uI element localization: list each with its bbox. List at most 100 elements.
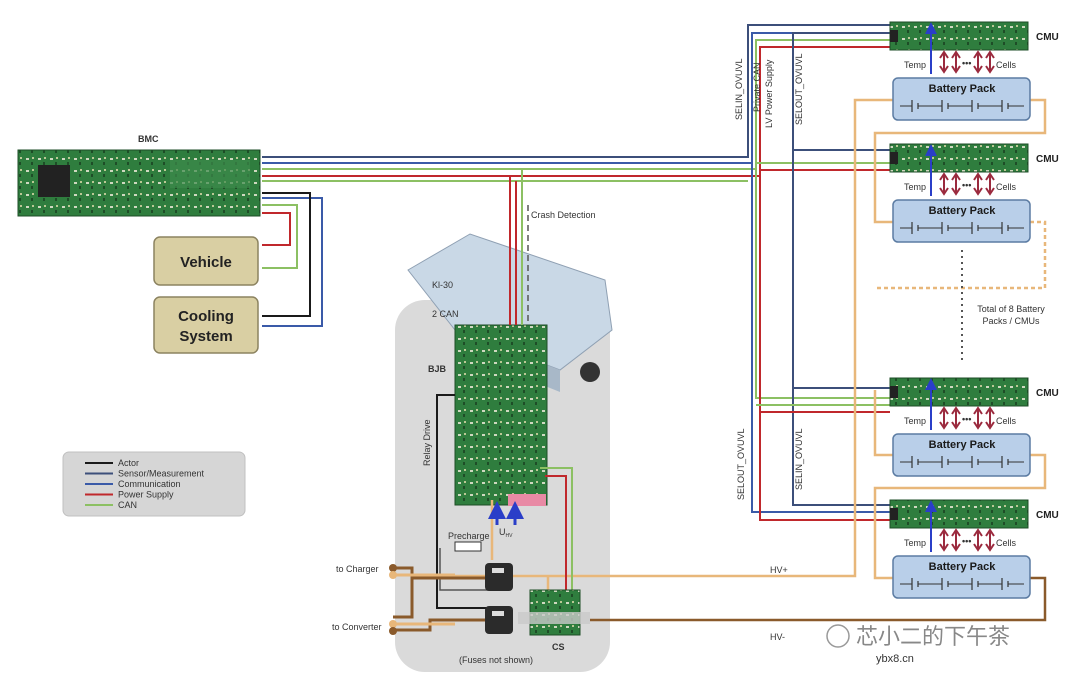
cmu-board [889,377,1029,407]
battery-pack-label: Battery Pack [929,205,997,217]
cell-gap [912,223,918,233]
precharge-label: Precharge [448,531,490,541]
ellipsis-icon: ••• [962,58,971,68]
watermark: 芯小二的下午茶 ybx8.cn [826,624,1010,666]
cell-gap [972,101,978,111]
battery-pack-label: Battery Pack [929,83,997,95]
watermark-site: ybx8.cn [876,653,914,665]
charger-terminal-icon [389,564,397,572]
legend-item-label: Actor [118,458,139,468]
selout-top-label: SELOUT_OVUVL [794,53,804,125]
legend-item-label: Power Supply [118,490,174,500]
cell-gap [912,579,918,589]
cmu-connector [890,30,898,42]
cmu-label: CMU [1036,510,1059,521]
cells-arrow-icon [951,50,961,74]
cells-arrow-icon [973,172,983,196]
bmc-bus-lines [262,24,890,521]
cell-gap [1002,223,1008,233]
cell-gap [1002,101,1008,111]
cooling-label-line2: System [179,328,232,345]
cells-arrow-icon [973,406,983,430]
cell-gap [942,457,948,467]
legend: ActorSensor/MeasurementCommunicationPowe… [62,451,246,517]
cmu-board [889,21,1029,51]
battery-pack-box [892,77,1031,121]
private-can-label: Private CAN [752,62,762,112]
cells-arrow-icon [985,172,995,196]
relay-bottom-icon [485,606,513,634]
cell-gap [942,223,948,233]
cmu-board [889,143,1029,173]
bjb-connector [508,494,546,506]
cells-label: Cells [996,182,1017,192]
cells-arrow-icon [951,172,961,196]
bjb-pcb [454,324,548,506]
bjb-label: BJB [428,364,447,374]
battery-pack-box [892,555,1031,599]
cmu-connector [890,508,898,520]
selin-top-label: SELIN_OVUVL [734,58,744,120]
kl30-label: Kl-30 [432,280,453,290]
to-charger-label: to Charger [336,564,379,574]
cells-arrow-icon [973,528,983,552]
battery-pack-box [892,199,1031,243]
cmu-label: CMU [1036,154,1059,165]
cs-label: CS [552,642,565,652]
relay-top-icon [485,563,513,591]
watermark-text: 芯小二的下午茶 [856,625,1010,650]
ellipsis-icon: ••• [962,180,971,190]
cells-arrow-icon [985,406,995,430]
cells-arrow-icon [985,528,995,552]
battery-pack-label: Battery Pack [929,561,997,573]
converter-terminal-icon [389,627,397,635]
cell-gap [972,579,978,589]
crash-detection-label: Crash Detection [531,210,596,220]
hv-minus-label: HV- [770,632,785,642]
cmu-connector [890,386,898,398]
cooling-label-line1: Cooling [178,308,234,325]
cell-gap [942,101,948,111]
uhv-arrows [488,501,524,525]
lv-power-label: LV Power Supply [764,59,774,128]
temp-label: Temp [904,60,926,70]
converter-terminal-icon [389,620,397,628]
wechat-icon [826,624,850,648]
battery-pack-box [892,433,1031,477]
cells-label: Cells [996,416,1017,426]
legend-item-label: CAN [118,500,137,510]
cmu-label: CMU [1036,32,1059,43]
cell-gap [1002,579,1008,589]
cells-arrow-icon [951,406,961,430]
uhv-label: UHV [499,527,513,539]
temp-label: Temp [904,416,926,426]
cooling-system-box [153,296,259,354]
cells-arrow-icon [939,528,949,552]
cells-arrow-icon [939,406,949,430]
vehicle-label: Vehicle [180,254,232,271]
precharge-resistor-icon [454,541,482,552]
cmu-connector [890,152,898,164]
bmc-label: BMC [138,134,159,144]
legend-item-label: Sensor/Measurement [118,469,205,479]
temp-label: Temp [904,538,926,548]
fuses-note: (Fuses not shown) [459,655,533,665]
cell-gap [972,223,978,233]
vehicle-box [153,236,259,286]
charger-terminal-icon [389,571,397,579]
busbar [518,612,590,624]
bmc-vehicle-cooling-lines [262,192,323,327]
cells-arrow-icon [951,528,961,552]
can2-label: 2 CAN [432,309,459,319]
relay-drive-label: Relay Drive [422,419,432,466]
cells-label: Cells [996,538,1017,548]
bmc-board [17,149,261,217]
cmu-label: CMU [1036,388,1059,399]
to-converter-label: to Converter [332,622,382,632]
